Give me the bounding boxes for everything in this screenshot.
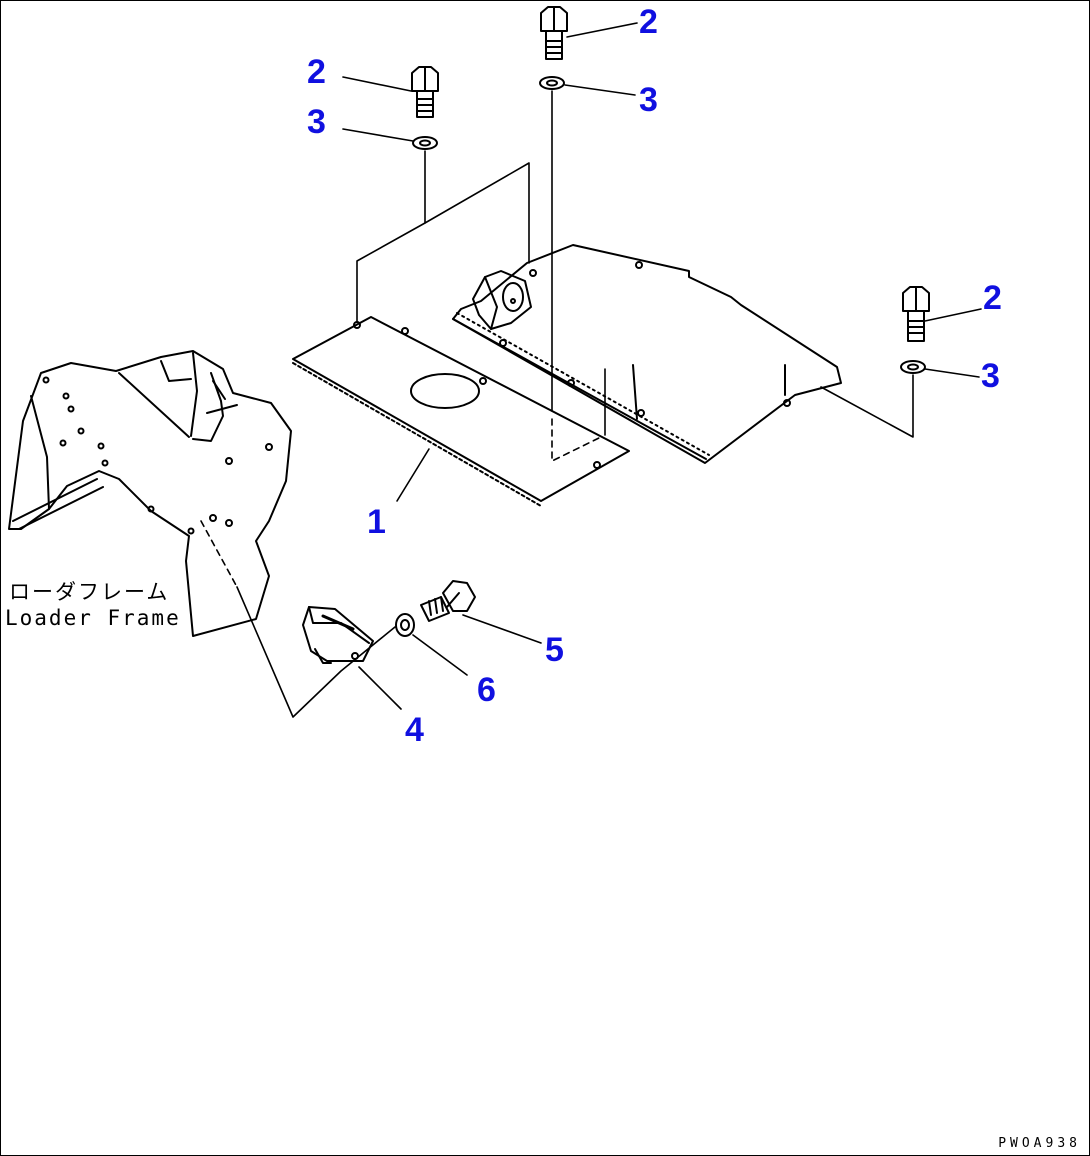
bolt-5 — [420, 580, 476, 622]
callout-bolt-5: 5 — [545, 631, 564, 669]
bracket-4 — [302, 606, 374, 664]
loader-frame-label-en: Loader Frame — [5, 606, 181, 630]
callout-bolt-2-left: 2 — [307, 53, 326, 91]
washer-6 — [395, 613, 415, 637]
loader-frame-label-jp: ローダフレーム — [9, 580, 170, 604]
callout-bracket-4: 4 — [405, 711, 424, 749]
bolt-2-right — [902, 286, 930, 342]
loader-frame-drawing — [8, 350, 292, 637]
washer-3-top — [539, 76, 565, 90]
mounting-lines — [200, 90, 914, 718]
callout-washer-3-left: 3 — [307, 103, 326, 141]
cover-plate-2 — [452, 244, 842, 464]
callout-bolt-2-top: 2 — [639, 3, 658, 41]
callout-bolt-2-right: 2 — [983, 279, 1002, 317]
callout-washer-6: 6 — [477, 671, 496, 709]
washer-3-left — [412, 136, 438, 150]
callout-washer-3-top: 3 — [639, 81, 658, 119]
drawing-code: PWOA938 — [998, 1136, 1081, 1151]
cover-plate-1 — [292, 316, 630, 507]
washer-3-right — [900, 360, 926, 374]
callout-washer-3-right: 3 — [981, 357, 1000, 395]
bolt-2-left — [411, 66, 439, 118]
leader-lines — [342, 22, 982, 710]
bolt-2-top — [540, 6, 568, 60]
callout-cover-plate-1: 1 — [367, 503, 386, 541]
